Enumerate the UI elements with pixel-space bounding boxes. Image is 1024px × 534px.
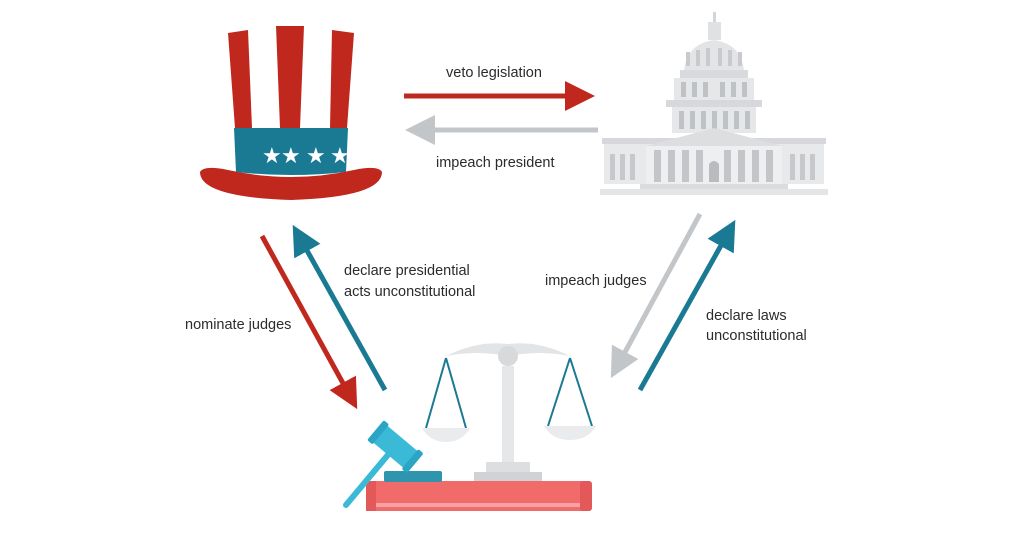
label-veto-legislation: veto legislation bbox=[446, 65, 542, 81]
scales-gavel-book-icon bbox=[343, 343, 596, 511]
label-declare-laws-line1: declare laws bbox=[706, 308, 787, 324]
label-declare-laws-line2: unconstitutional bbox=[706, 328, 807, 344]
label-impeach-president: impeach president bbox=[436, 155, 555, 171]
arrow-declare-laws bbox=[637, 219, 736, 392]
arrow-nominate-judges bbox=[259, 234, 358, 410]
arrow-declare-presidential-acts bbox=[292, 224, 388, 392]
star-icon: ★ bbox=[330, 144, 350, 169]
label-declare-presidential-line2: acts unconstitutional bbox=[344, 284, 475, 300]
star-icon: ★ bbox=[281, 144, 301, 169]
label-declare-presidential-line1: declare presidential bbox=[344, 263, 470, 279]
arrow-impeach-judges bbox=[610, 212, 703, 379]
star-icon: ★ bbox=[306, 144, 326, 169]
capitol-building-icon bbox=[600, 12, 828, 195]
star-icon: ★ bbox=[262, 144, 282, 169]
label-nominate-judges: nominate judges bbox=[185, 317, 291, 333]
uncle-sam-hat-icon: ★ ★ ★ ★ bbox=[200, 26, 382, 200]
label-impeach-judges: impeach judges bbox=[545, 273, 647, 289]
